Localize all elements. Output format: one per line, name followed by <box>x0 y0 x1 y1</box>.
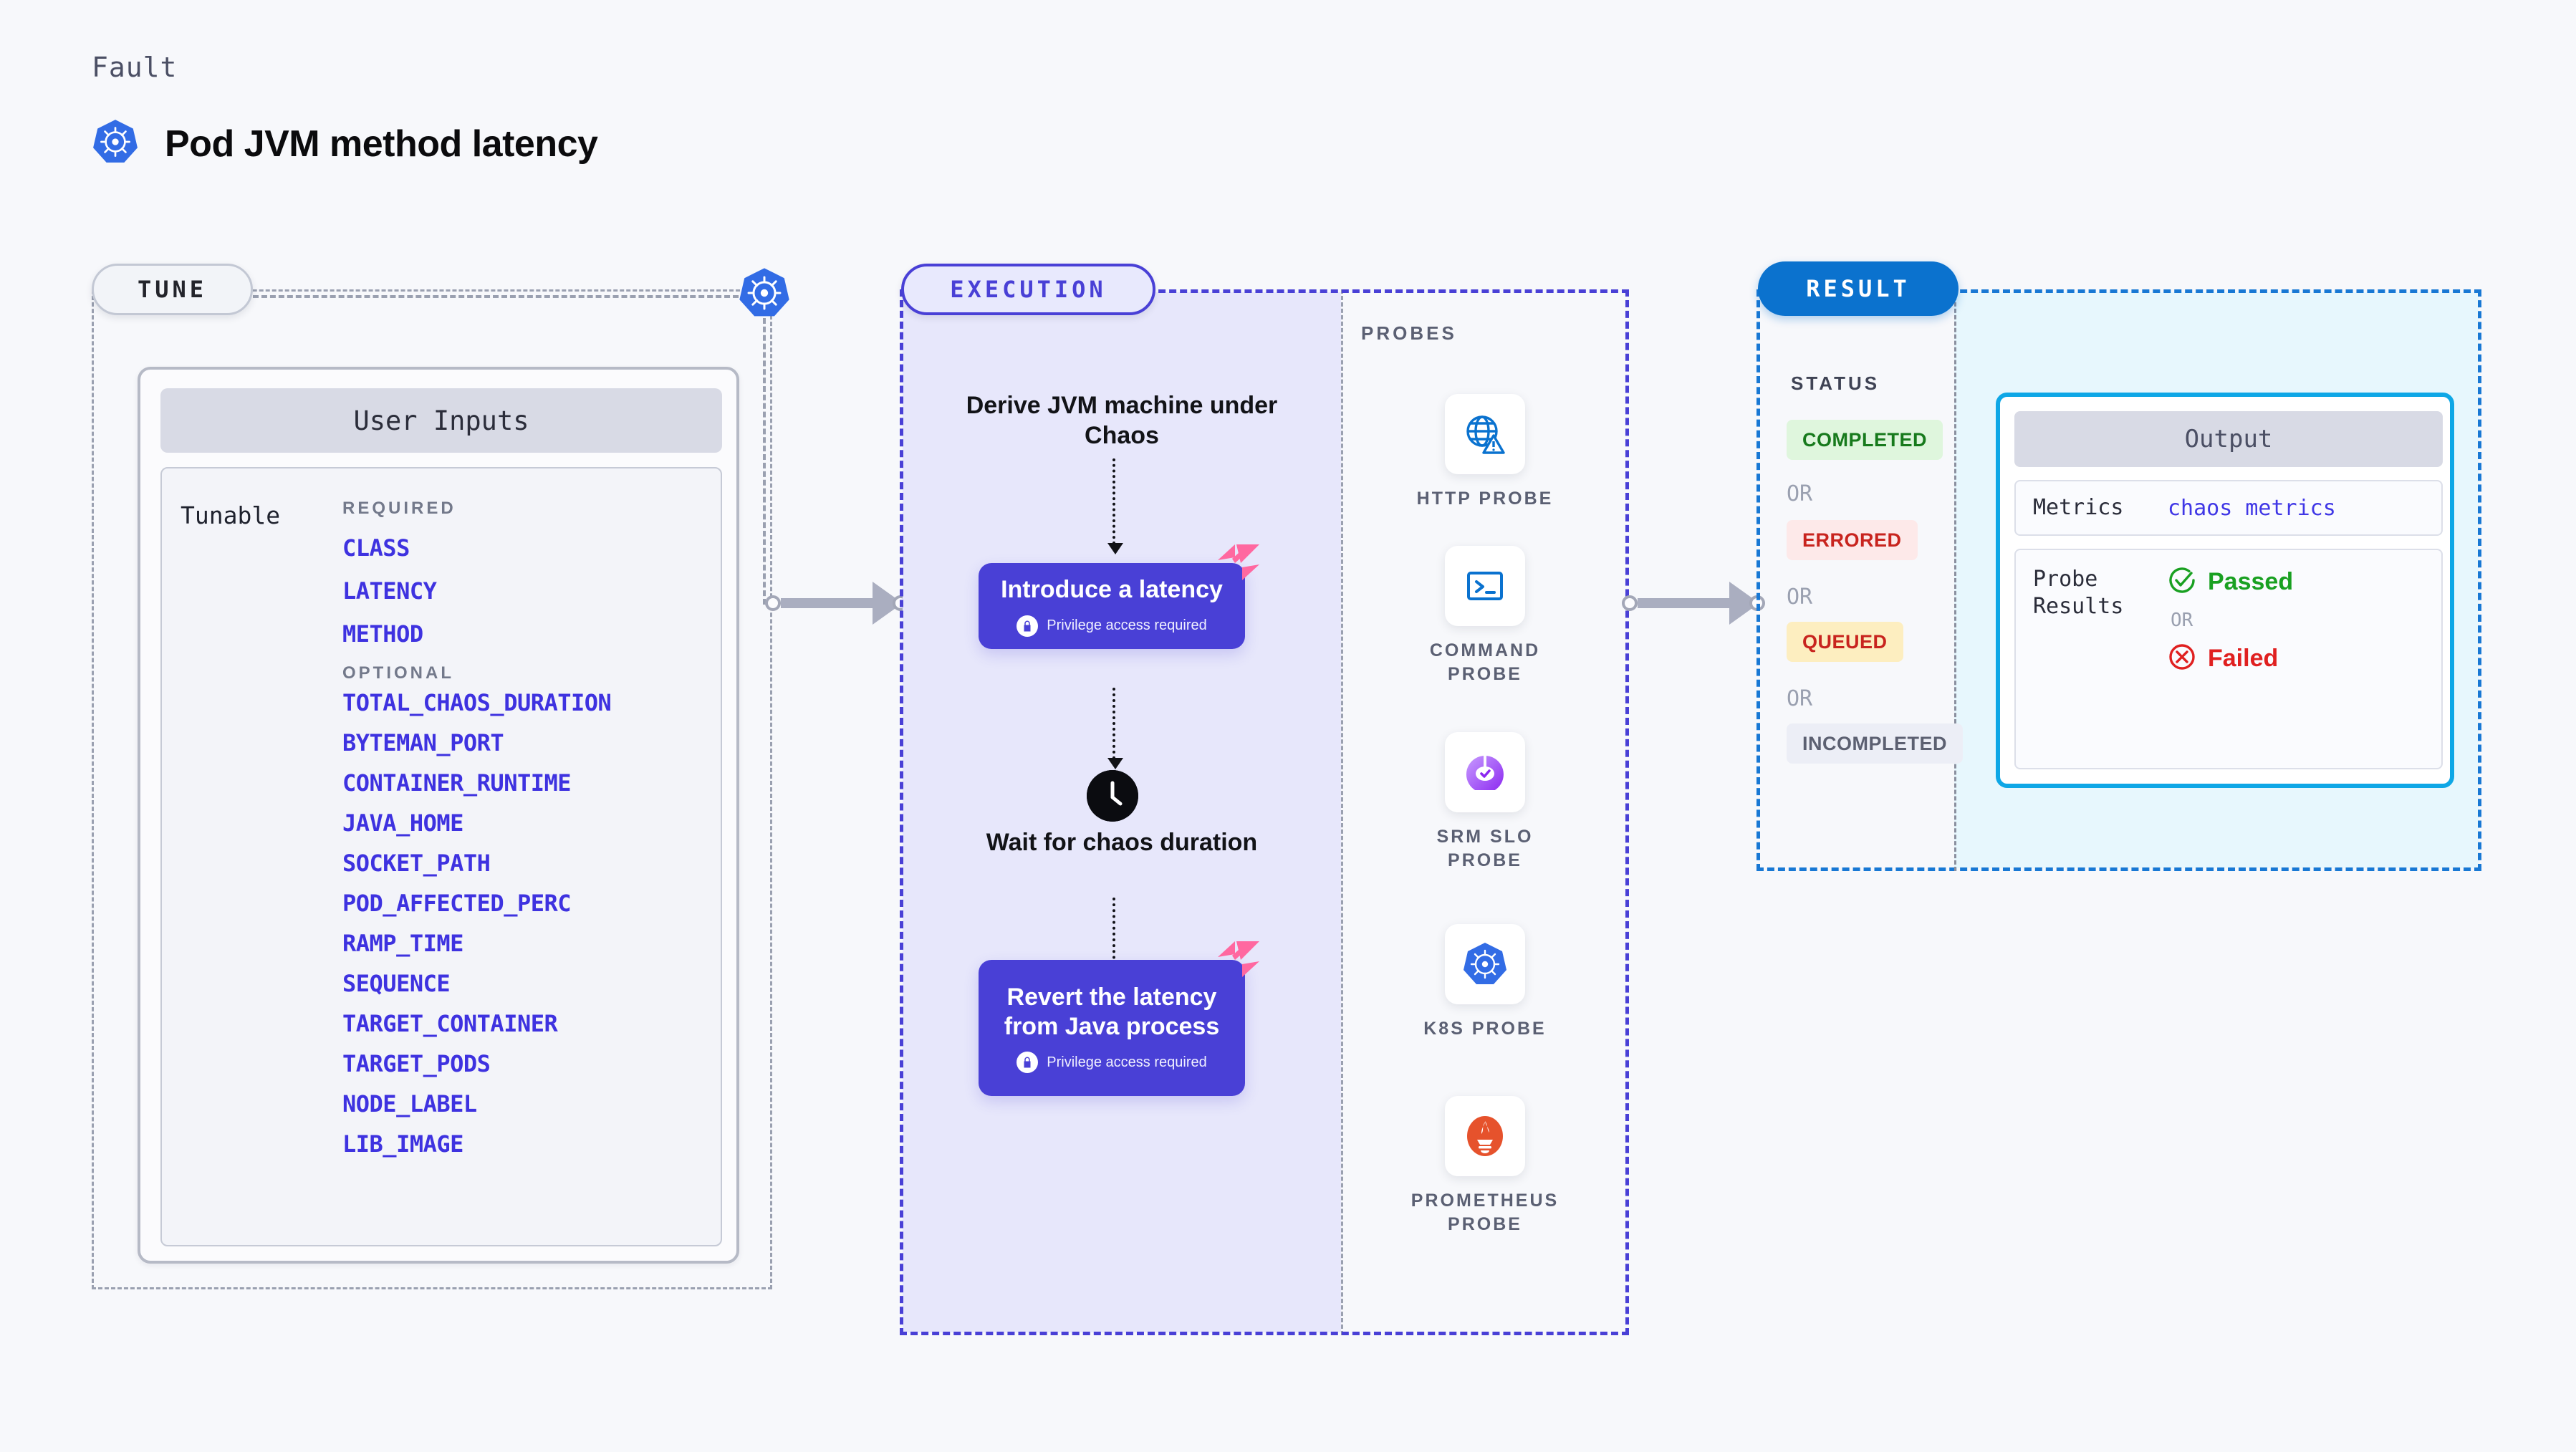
output-probe-values: Passed OR Failed <box>2168 566 2293 675</box>
param-pod-affected-perc[interactable]: POD_AFFECTED_PERC <box>342 890 572 917</box>
tunable-parameter-list: REQUIRED CLASS LATENCY METHOD OPTIONAL T… <box>342 499 715 1170</box>
status-badge-queued: QUEUED <box>1787 622 1903 662</box>
execution-step-4-card[interactable]: Revert the latency from Java process Pri… <box>979 960 1245 1096</box>
probe-k8s[interactable]: K8S PROBE <box>1399 924 1571 1041</box>
output-probe-results-row: Probe Results Passed OR <box>2014 549 2443 769</box>
param-ramp-time[interactable]: RAMP_TIME <box>342 930 463 957</box>
page-title-row: Pod JVM method latency <box>92 118 598 169</box>
privilege-note-2: Privilege access required <box>1017 1052 1207 1074</box>
probes-section-label: PROBES <box>1361 322 1457 344</box>
execution-step-1-title: Derive JVM machine under Chaos <box>966 392 1278 450</box>
param-java-home[interactable]: JAVA_HOME <box>342 809 463 837</box>
probe-result-failed: Failed <box>2168 643 2293 675</box>
param-node-label[interactable]: NODE_LABEL <box>342 1090 477 1117</box>
probes-divider <box>1341 289 1629 1335</box>
user-inputs-title: User Inputs <box>160 388 722 453</box>
param-latency[interactable]: LATENCY <box>342 577 437 605</box>
page-title: Pod JVM method latency <box>165 122 598 165</box>
probe-http-label: HTTP PROBE <box>1416 489 1554 509</box>
status-badge-errored: ERRORED <box>1787 520 1918 560</box>
prometheus-icon <box>1445 1096 1525 1176</box>
param-class[interactable]: CLASS <box>342 534 410 562</box>
check-circle-icon <box>2168 566 2196 598</box>
param-byteman-port[interactable]: BYTEMAN_PORT <box>342 729 504 756</box>
param-sequence[interactable]: SEQUENCE <box>342 970 451 997</box>
execution-step-3-title: Wait for chaos duration <box>986 829 1258 856</box>
probe-srm-slo[interactable]: SRM SLO PROBE <box>1399 732 1571 872</box>
tune-pill[interactable]: TUNE <box>92 264 253 315</box>
param-target-container[interactable]: TARGET_CONTAINER <box>342 1010 558 1037</box>
param-lib-image[interactable]: LIB_IMAGE <box>342 1130 463 1158</box>
lock-icon <box>1017 615 1039 637</box>
user-inputs-card: User Inputs Tunable REQUIRED CLASS LATEN… <box>138 367 739 1264</box>
result-divider <box>1954 289 1956 871</box>
probe-result-passed: Passed <box>2168 566 2293 598</box>
flow-arrow-2 <box>1107 688 1123 769</box>
privilege-note-1: Privilege access required <box>1017 615 1207 637</box>
probe-srm-slo-label: SRM SLO PROBE <box>1436 827 1534 870</box>
status-or-3: OR <box>1787 686 1813 711</box>
connector-dot-start <box>1622 595 1638 611</box>
tune-panel <box>92 289 772 1289</box>
connector-shaft <box>1638 598 1731 608</box>
output-title: Output <box>2014 411 2443 467</box>
param-total-chaos-duration[interactable]: TOTAL_CHAOS_DURATION <box>342 689 612 716</box>
tunable-label: Tunable <box>181 501 281 529</box>
param-socket-path[interactable]: SOCKET_PATH <box>342 850 491 877</box>
probe-result-or: OR <box>2171 610 2193 631</box>
output-metrics-row: Metrics chaos metrics <box>2014 480 2443 536</box>
lock-icon <box>1017 1052 1039 1074</box>
privilege-note-2-text: Privilege access required <box>1047 1054 1207 1070</box>
kubernetes-icon <box>1445 924 1525 1004</box>
probe-command[interactable]: COMMAND PROBE <box>1399 546 1571 686</box>
execution-panel <box>900 289 1629 1335</box>
tune-connector-horizontal <box>253 295 747 298</box>
connector-shaft <box>781 598 874 608</box>
output-metrics-value[interactable]: chaos metrics <box>2168 495 2336 521</box>
harness-logo-icon <box>1216 543 1261 582</box>
status-section-label: STATUS <box>1791 372 1880 394</box>
optional-group-label: OPTIONAL <box>342 663 454 683</box>
probe-k8s-label: K8S PROBE <box>1423 1019 1547 1039</box>
terminal-icon <box>1445 546 1525 626</box>
probe-prometheus[interactable]: PROMETHEUS PROBE <box>1399 1096 1571 1236</box>
status-or-1: OR <box>1787 481 1813 506</box>
harness-logo-icon <box>1216 940 1261 979</box>
output-probe-key: Probe Results <box>2033 567 2124 620</box>
execution-pill[interactable]: EXECUTION <box>901 264 1155 315</box>
connector-execution-to-result <box>1622 582 1765 625</box>
page-kicker: Fault <box>92 52 178 83</box>
flow-arrow-1 <box>1107 458 1123 554</box>
tunable-section: Tunable REQUIRED CLASS LATENCY METHOD OP… <box>160 467 722 1246</box>
connector-dot-start <box>765 595 781 611</box>
required-group-label: REQUIRED <box>342 499 456 518</box>
probe-command-label: COMMAND PROBE <box>1429 640 1541 684</box>
kubernetes-icon <box>738 266 791 319</box>
result-pill[interactable]: RESULT <box>1758 261 1959 316</box>
status-badge-completed: COMPLETED <box>1787 420 1943 460</box>
connector-tune-to-execution <box>765 582 908 625</box>
tune-connector-vertical <box>763 318 766 605</box>
probe-http[interactable]: HTTP PROBE <box>1399 394 1571 511</box>
param-method[interactable]: METHOD <box>342 620 423 648</box>
output-card: Output Metrics chaos metrics Probe Resul… <box>1996 393 2454 788</box>
execution-step-4-title: Revert the latency from Java process <box>1004 983 1220 1040</box>
globe-warning-icon <box>1445 394 1525 474</box>
clock-icon <box>1087 770 1138 822</box>
privilege-note-1-text: Privilege access required <box>1047 617 1207 634</box>
kubernetes-icon <box>92 118 139 169</box>
probe-failed-label: Failed <box>2208 645 2279 672</box>
result-panel <box>1756 289 2481 871</box>
probe-prometheus-label: PROMETHEUS PROBE <box>1410 1191 1559 1234</box>
execution-step-2-title: Introduce a latency <box>1001 576 1223 604</box>
param-container-runtime[interactable]: CONTAINER_RUNTIME <box>342 769 572 797</box>
probe-passed-label: Passed <box>2208 568 2294 595</box>
execution-step-2-card[interactable]: Introduce a latency Privilege access req… <box>979 563 1245 649</box>
output-metrics-key: Metrics <box>2033 494 2124 520</box>
param-target-pods[interactable]: TARGET_PODS <box>342 1050 491 1077</box>
slo-gauge-icon <box>1445 732 1525 812</box>
status-or-2: OR <box>1787 585 1813 610</box>
status-badge-incompleted: INCOMPLETED <box>1787 723 1964 764</box>
x-circle-icon <box>2168 643 2196 675</box>
